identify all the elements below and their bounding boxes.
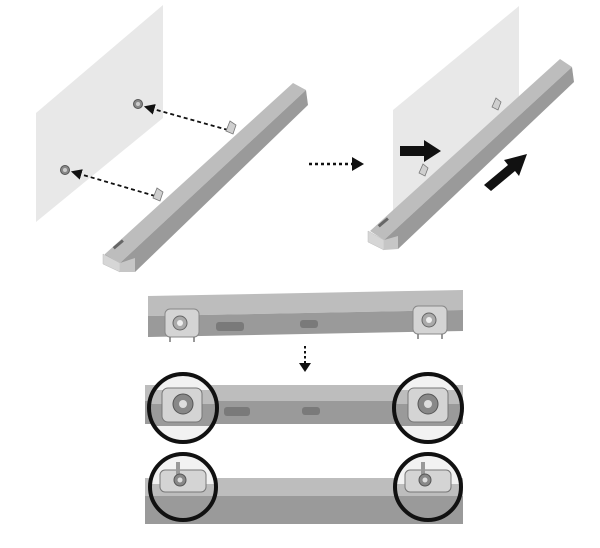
zoom-circle-icon (393, 452, 463, 522)
push-arrow-icon (400, 140, 441, 162)
keyhole-bracket-icon (418, 163, 429, 177)
step-1-align-screws (36, 5, 308, 273)
step-2-push-and-slide (367, 6, 574, 251)
detail-bar-view (148, 290, 463, 342)
keyhole-bracket-icon (491, 97, 502, 111)
dashed-arrow-icon (70, 169, 156, 197)
detail-bar-engage (145, 372, 464, 444)
soundbar (367, 59, 574, 251)
soundbar (102, 83, 308, 273)
wall-panel (36, 5, 163, 222)
detail-bar-locked (145, 452, 463, 524)
down-arrow-icon (299, 346, 311, 372)
screw-icon (60, 165, 70, 175)
zoom-circle-icon (392, 372, 464, 444)
keyhole-bracket-icon (152, 187, 164, 202)
zoom-circle-icon (147, 372, 219, 444)
zoom-circle-icon (148, 452, 218, 522)
keyhole-bracket-icon (164, 308, 200, 342)
screw-icon (133, 99, 143, 109)
next-step-arrow-icon (309, 157, 364, 171)
keyhole-bracket-icon (412, 305, 448, 339)
slide-arrow-icon (484, 154, 527, 191)
dashed-arrow-icon (143, 104, 229, 131)
keyhole-bracket-icon (225, 120, 237, 135)
